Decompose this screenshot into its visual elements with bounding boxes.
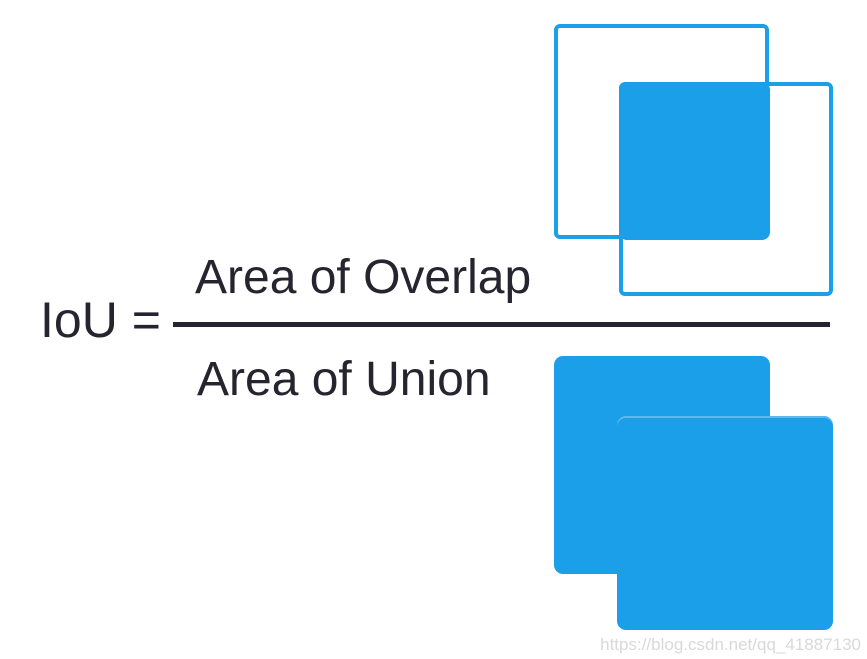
overlap-area-fill <box>619 82 770 240</box>
iou-equals-label: IoU = <box>40 292 161 348</box>
denominator-label: Area of Union <box>197 353 491 406</box>
numerator-label: Area of Overlap <box>195 251 532 304</box>
watermark-url: https://blog.csdn.net/qq_41887130 <box>600 635 861 654</box>
fraction-bar <box>173 322 830 327</box>
union-area-part-b <box>617 416 833 630</box>
